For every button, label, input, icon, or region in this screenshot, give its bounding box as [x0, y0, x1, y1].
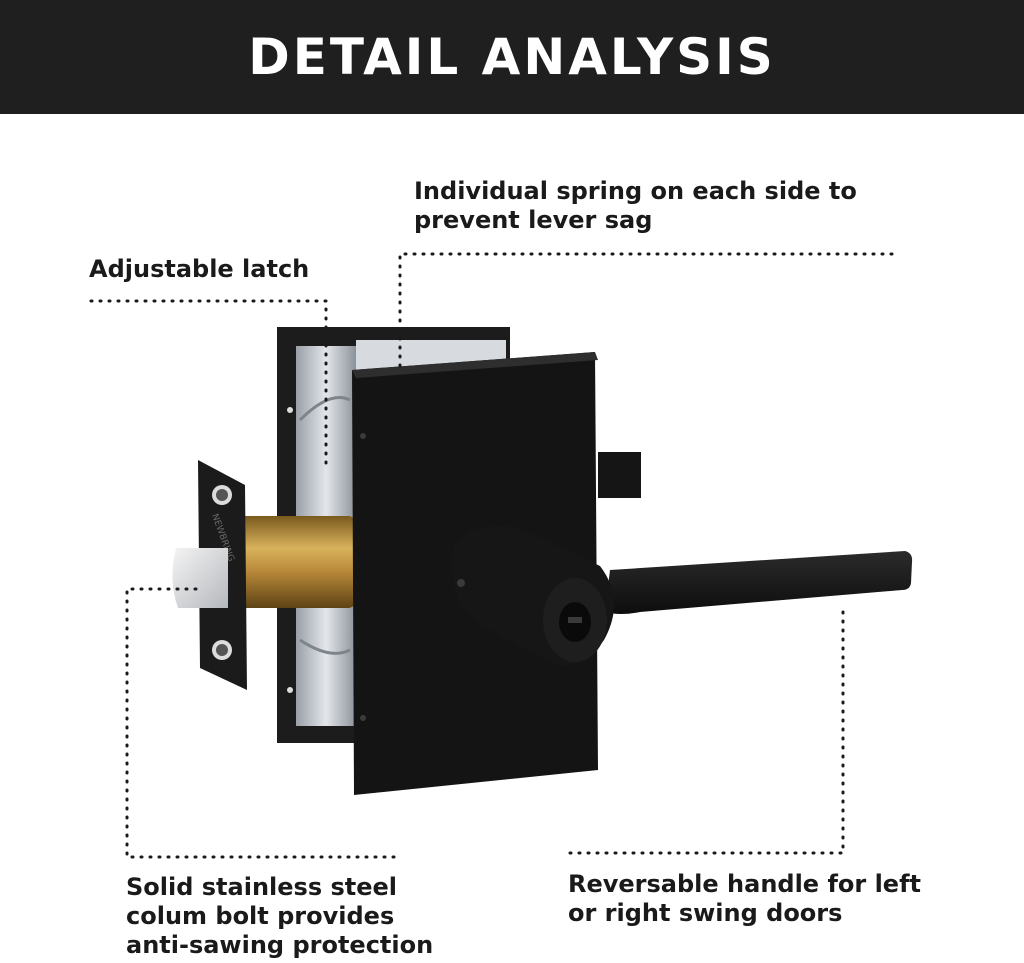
callout-handle-line-2: or right swing doors	[568, 899, 843, 927]
latch-bolt	[172, 548, 228, 608]
header-banner: DETAIL ANALYSIS	[0, 0, 1024, 114]
callout-bolt-line-1: Solid stainless steel	[126, 873, 397, 901]
callout-spring-line-2: prevent lever sag	[414, 206, 653, 234]
leader-line-bolt	[125, 587, 402, 859]
callout-handle-line-1: Reversable handle for left	[568, 870, 921, 898]
callout-bolt-line-2: colum bolt provides	[126, 902, 395, 930]
callout-spring-line-1: Individual spring on each side to	[414, 177, 857, 205]
callout-bolt-line-3: anti-sawing protection	[126, 931, 434, 959]
lever-handle	[452, 526, 913, 667]
leader-line-latch	[89, 299, 328, 472]
callout-latch-line-1: Adjustable latch	[89, 255, 310, 283]
leader-line-handle	[566, 610, 845, 855]
leader-line-spring	[398, 252, 894, 370]
latch-tube	[232, 516, 356, 608]
callout-spring: Individual spring on each side to preven…	[414, 177, 857, 235]
rear-bracket	[598, 452, 641, 498]
callout-bolt: Solid stainless steel colum bolt provide…	[126, 873, 433, 960]
callout-handle: Reversable handle for left or right swin…	[568, 870, 921, 928]
page-title: DETAIL ANALYSIS	[248, 28, 776, 86]
callout-latch: Adjustable latch	[89, 255, 309, 284]
